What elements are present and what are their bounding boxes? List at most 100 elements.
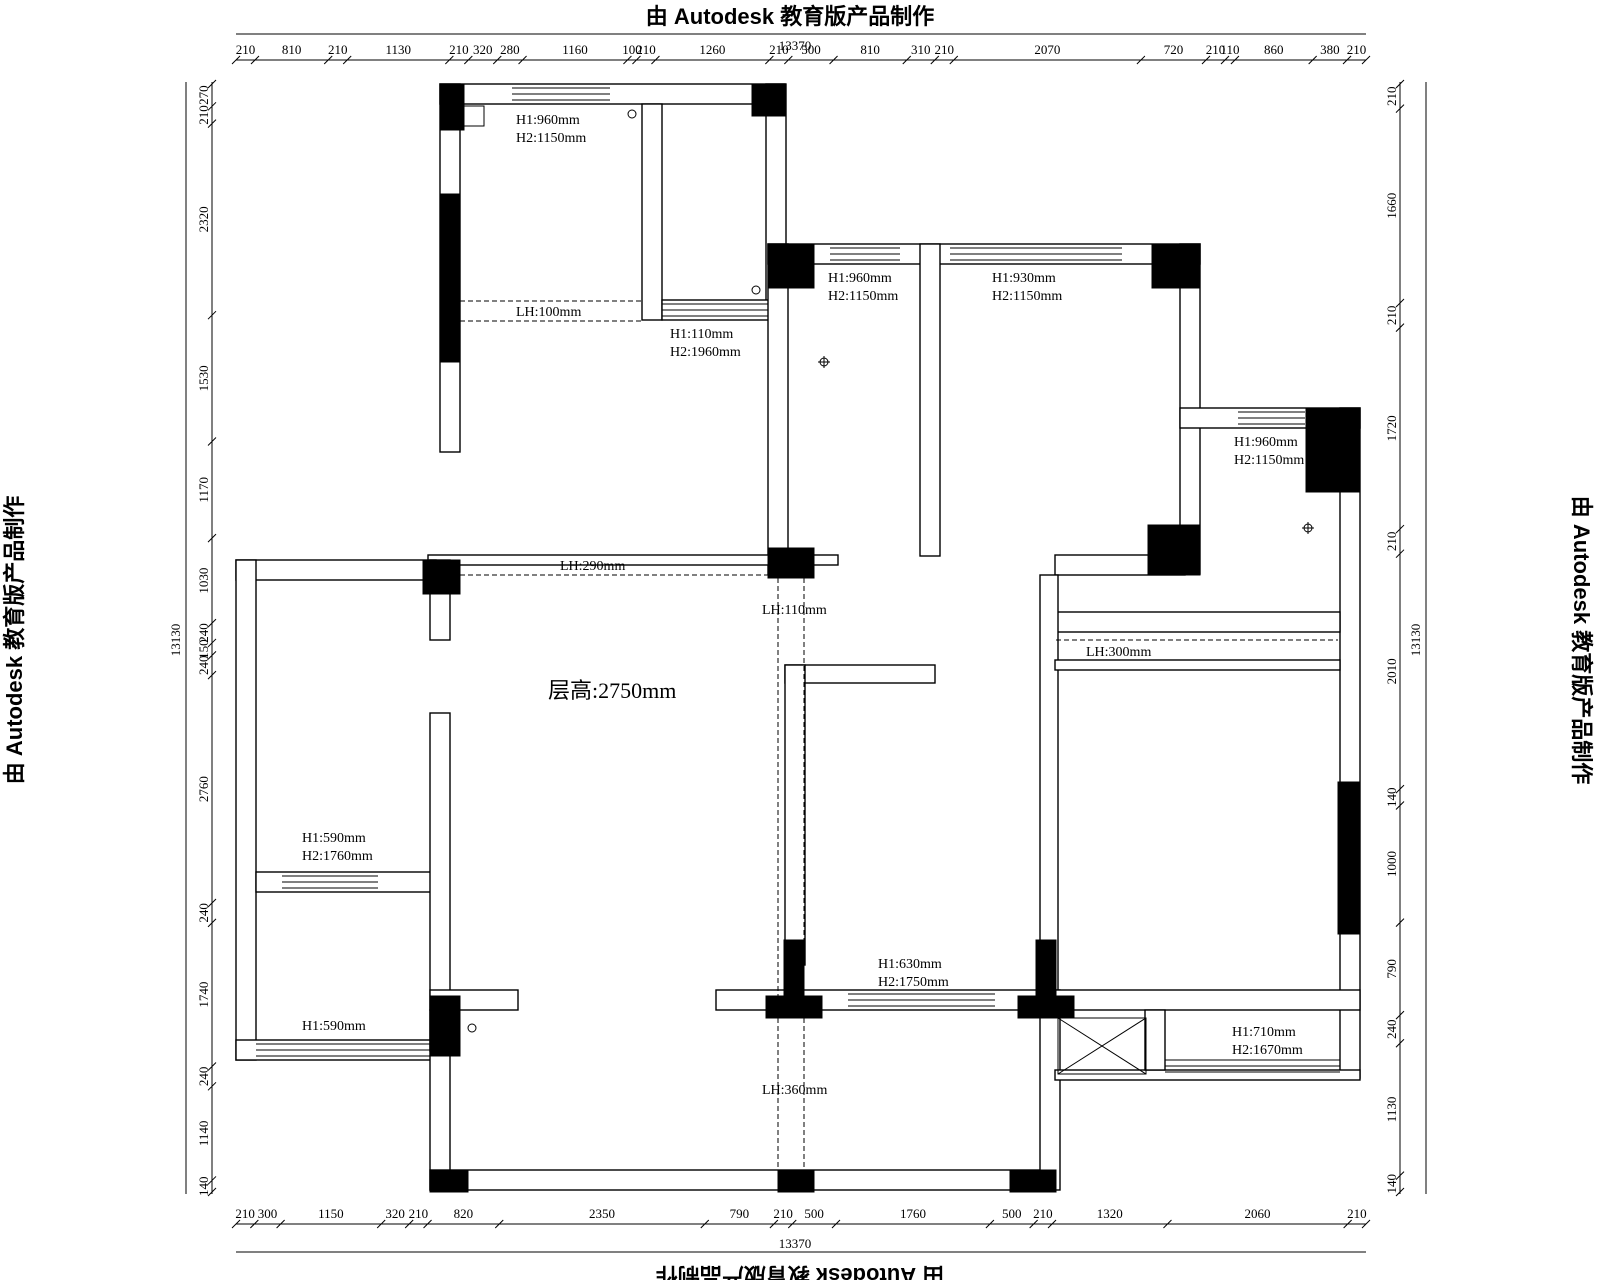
window	[662, 303, 768, 317]
window-h1: H1:710mm	[1232, 1025, 1296, 1040]
dimension-label: 1170	[196, 477, 211, 503]
dimension-tick	[404, 1219, 414, 1229]
dimension-tick	[1201, 55, 1211, 65]
dimension-label: 500	[801, 42, 821, 57]
dimension-tick	[231, 1219, 241, 1229]
dimension-tick	[1230, 55, 1240, 65]
dimension-label: 1130	[1384, 1097, 1399, 1123]
dimension-label: 320	[385, 1206, 405, 1221]
dimension-label: 110	[1220, 42, 1239, 57]
dims-left: 2702102320153011701030240150240276024017…	[196, 79, 217, 1197]
dimension-label: 810	[282, 42, 302, 57]
beam-label: LH:110mm	[762, 603, 827, 618]
dimension-tick	[207, 79, 217, 89]
pipe-icon	[791, 271, 801, 281]
dimension-tick	[207, 1176, 217, 1185]
beams	[460, 300, 1338, 1170]
pipe-icon	[627, 109, 637, 119]
dimension-label: 1720	[1384, 415, 1399, 441]
dimension-tick	[231, 55, 241, 65]
window-h2: H2:1670mm	[1232, 1043, 1303, 1058]
dimension-label: 210	[769, 42, 789, 57]
dimension-tick	[1395, 1171, 1405, 1180]
door-h2: H2:1750mm	[878, 975, 949, 990]
dimension-label: 150	[196, 639, 211, 659]
dimension-tick	[765, 55, 774, 65]
fixtures	[461, 105, 1333, 1075]
dimension-tick	[1361, 1219, 1371, 1229]
watermark-bottom: 由 Autodesk 教育版产品制作	[656, 1263, 944, 1280]
window-h1: H1:930mm	[992, 271, 1056, 286]
total-right: 13130	[1408, 624, 1423, 657]
windows	[256, 87, 1340, 1073]
dimension-tick	[207, 1081, 217, 1091]
shaft-box	[1057, 1017, 1147, 1075]
dimension-lines	[185, 33, 1427, 1253]
beam-label: LH:100mm	[516, 305, 581, 320]
dimension-tick	[769, 1219, 779, 1229]
dimension-label: 2760	[196, 776, 211, 802]
dimension-label: 1660	[1384, 193, 1399, 219]
dimension-label: 210	[773, 1206, 793, 1221]
dimension-tick	[1343, 1219, 1352, 1229]
dimension-tick	[250, 1219, 259, 1229]
door-h1: H1:630mm	[878, 957, 942, 972]
dimension-label: 2070	[1034, 42, 1060, 57]
dimension-label: 2010	[1384, 658, 1399, 684]
dimension-tick	[930, 55, 940, 65]
dimension-tick	[207, 918, 217, 928]
dimension-label: 380	[1320, 42, 1340, 57]
window-h2: H2:1150mm	[992, 289, 1062, 304]
dimension-label: 500	[1002, 1206, 1022, 1221]
dimension-label: 240	[1384, 1019, 1399, 1039]
window-h2: H2:1150mm	[1234, 453, 1304, 468]
dimension-tick	[207, 310, 217, 320]
dimension-label: 140	[196, 1176, 211, 1196]
dimension-tick	[376, 1219, 386, 1229]
dimension-tick	[949, 55, 959, 65]
window	[848, 993, 995, 1007]
beam-label: LH:360mm	[762, 1083, 827, 1098]
dimension-label: 820	[454, 1206, 474, 1221]
dimension-label: 270	[196, 85, 211, 105]
dimension-label: 210	[636, 42, 656, 57]
dimension-tick	[1395, 298, 1405, 308]
dimension-label: 210	[449, 42, 469, 57]
pipe-icon	[467, 1023, 477, 1033]
beam-label: LH:300mm	[1086, 645, 1151, 660]
dimension-tick	[207, 119, 217, 128]
window	[256, 1043, 430, 1057]
dimension-label: 240	[196, 1067, 211, 1087]
window	[282, 875, 378, 889]
window-h2: H2:1760mm	[302, 849, 373, 864]
dimension-tick	[1395, 918, 1405, 927]
dimension-label: 2060	[1245, 1206, 1271, 1221]
dimension-label: 210	[235, 1206, 255, 1221]
dimension-tick	[632, 55, 641, 65]
total-bottom: 13370	[779, 1236, 812, 1251]
window-h1: H1:590mm	[302, 831, 366, 846]
window-h1: H1:960mm	[828, 271, 892, 286]
dimension-label: 1160	[562, 42, 588, 57]
dimension-label: 1530	[196, 365, 211, 391]
window	[950, 247, 1122, 261]
dimension-tick	[1395, 1038, 1405, 1048]
dimension-label: 2350	[589, 1206, 615, 1221]
dimension-label: 210	[1384, 87, 1399, 107]
dimension-tick	[623, 55, 632, 65]
dimension-label: 720	[1164, 42, 1184, 57]
watermark-left: 由 Autodesk 教育版产品制作	[2, 496, 27, 784]
dimension-tick	[902, 55, 912, 65]
dimension-tick	[1361, 55, 1371, 65]
dimension-tick	[207, 101, 217, 111]
dimension-label: 1150	[318, 1206, 344, 1221]
dimension-label: 210	[236, 42, 256, 57]
dimension-label: 810	[860, 42, 880, 57]
dimension-tick	[1308, 55, 1318, 65]
window	[1238, 411, 1305, 425]
total-top: 13370	[779, 38, 812, 53]
pipe-icon	[1323, 435, 1333, 445]
window	[1165, 1059, 1340, 1073]
pipe-icon	[805, 271, 815, 281]
